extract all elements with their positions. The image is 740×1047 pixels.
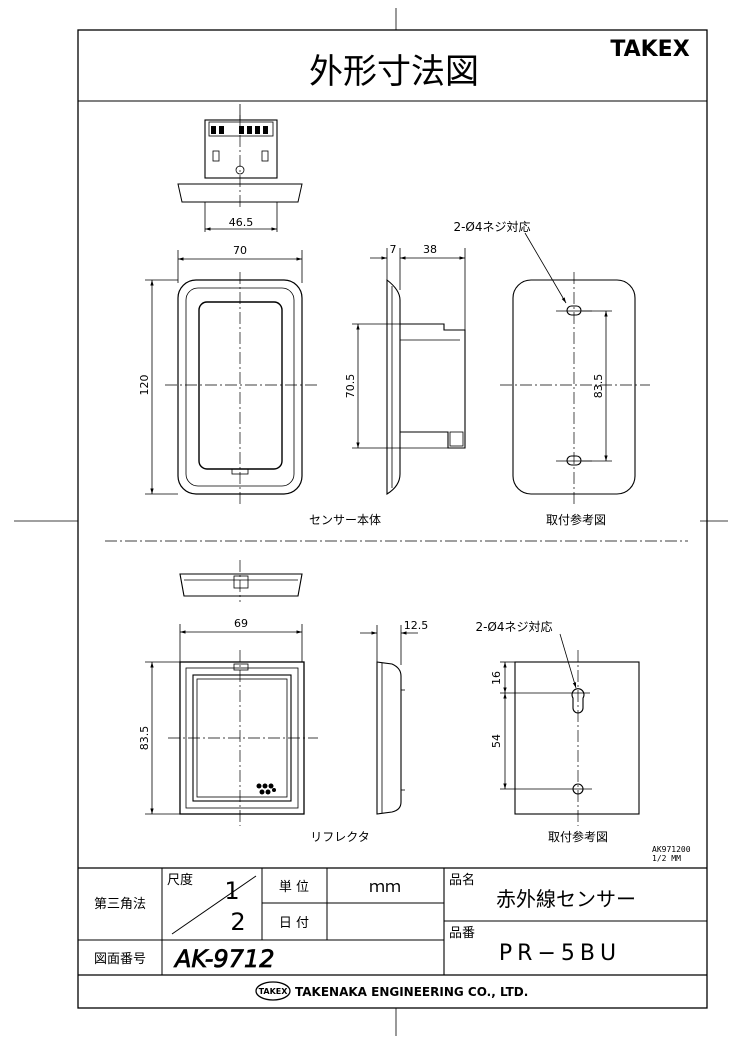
scale-denominator: 2 xyxy=(230,908,245,936)
unit-value: ｍｍ xyxy=(369,877,401,896)
date-label: 日 付 xyxy=(279,916,309,931)
reflector-screw-note: 2-Ø4ネジ対応 xyxy=(475,620,552,634)
dim-side-front: 7 xyxy=(390,243,397,256)
dim-front-height: 120 xyxy=(138,375,151,396)
caption-reflector: リフレクタ xyxy=(310,830,370,844)
dim-side-depth: 38 xyxy=(423,243,437,256)
reflector-led-cluster xyxy=(256,783,276,795)
dim-reflector-height: 83.5 xyxy=(138,726,151,751)
sensor-front-view: 70 120 xyxy=(138,244,318,505)
reflector-top-view xyxy=(179,560,303,602)
drawing-number-label: 図面番号 xyxy=(94,952,146,967)
doc-code-line2: 1/2 MM xyxy=(652,854,681,863)
scale-label: 尺度 xyxy=(167,872,193,888)
doc-code-line1: AK971200 xyxy=(652,845,691,854)
drawing-number: AK-9712 xyxy=(173,945,274,973)
reflector-front-view: 69 83.5 xyxy=(138,617,318,826)
dim-mount-pitch: 83.5 xyxy=(592,374,605,399)
reflector-side-view: 12.5 xyxy=(360,619,429,815)
dim-front-width: 70 xyxy=(233,244,247,257)
caption-sensor-mount: 取付参考図 xyxy=(546,512,606,527)
dim-reflector-depth: 12.5 xyxy=(404,619,429,632)
projection-method: 第三角法 xyxy=(94,897,146,912)
reflector-mount-view: 2-Ø4ネジ対応 16 54 xyxy=(475,620,640,826)
company-name: TAKENAKA ENGINEERING CO., LTD. xyxy=(295,985,528,999)
model-number: PR−5BU xyxy=(499,941,621,966)
dim-side-height: 70.5 xyxy=(344,374,357,399)
sensor-mount-view: 2-Ø4ネジ対応 83.5 xyxy=(453,220,650,505)
dim-reflector-width: 69 xyxy=(234,617,248,630)
caption-reflector-mount: 取付参考図 xyxy=(548,829,608,844)
sensor-side-view: 7 38 70.5 xyxy=(344,243,466,495)
model-label: 品番 xyxy=(449,926,475,941)
product-name-label: 品名 xyxy=(449,872,475,888)
title-block: 第三角法 尺度 1 2 単 位 ｍｍ 日 付 品名 赤外線センサー 品番 PR−… xyxy=(78,867,707,1001)
page-title: 外形寸法図 xyxy=(309,52,479,92)
registration-marks xyxy=(14,8,728,1036)
dim-mount-pitch-reflector: 54 xyxy=(490,734,503,748)
company-logo-text: TAKEX xyxy=(259,987,289,996)
product-name: 赤外線センサー xyxy=(496,887,636,911)
brand-logo: TAKEX xyxy=(610,37,689,62)
dim-top-width: 46.5 xyxy=(229,216,254,229)
sensor-screw-note: 2-Ø4ネジ対応 xyxy=(453,220,530,234)
dim-mount-top: 16 xyxy=(490,671,503,685)
caption-sensor-body: センサー本体 xyxy=(309,513,381,527)
sensor-top-view: 46.5 xyxy=(177,115,303,232)
company-logo xyxy=(255,981,291,1001)
sheet-border xyxy=(77,29,708,1009)
scale-numerator: 1 xyxy=(224,877,239,905)
unit-label: 単 位 xyxy=(279,879,309,895)
